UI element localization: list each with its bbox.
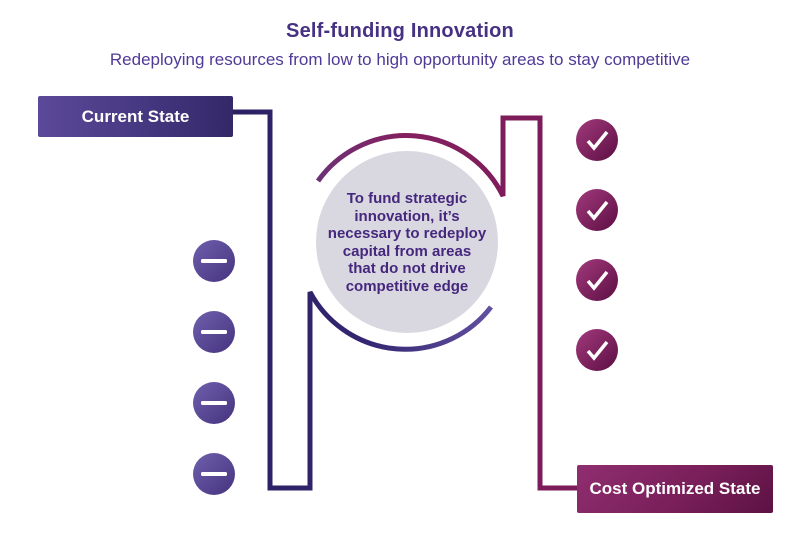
center-circle [316,151,498,333]
circle-text-line: capital from areas [342,242,472,260]
check-icon [576,329,618,371]
current-state-box: Current State [38,96,233,137]
center-circle-text: To fund strategic innovation, it’s neces… [317,190,497,295]
circle-text-line: that do not drive [348,260,466,277]
page-title: Self-funding Innovation [286,20,514,42]
page-subtitle: Redeploying resources from low to high o… [109,50,691,69]
minus-icon-column [193,240,235,495]
check-icon-column [576,119,618,371]
cost-optimized-state-label: Cost Optimized State [589,479,761,498]
current-state-flow-line [232,109,493,491]
check-icon [576,259,618,301]
circle-text-line: innovation, it’s [354,207,460,225]
minus-icon [193,453,235,495]
circle-text-line: necessary to redeploy [327,225,487,242]
check-icon [576,189,618,231]
circle-text-line: competitive edge [345,277,469,295]
circle-text-line: To fund strategic [346,190,468,207]
current-state-label: Current State [81,106,190,126]
minus-icon [193,311,235,353]
check-icon [576,119,618,161]
minus-icon [193,240,235,282]
cost-optimized-flow-line [315,115,578,491]
cost-optimized-state-box: Cost Optimized State [577,465,773,513]
minus-icon [193,382,235,424]
